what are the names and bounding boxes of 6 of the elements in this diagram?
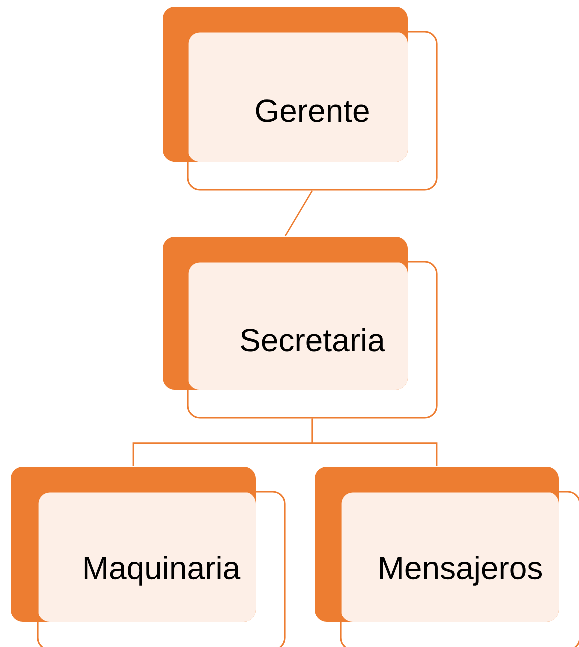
org-box: Secretaria xyxy=(163,237,438,419)
org-box: Mensajeros xyxy=(315,467,579,647)
org-box: Maquinaria xyxy=(11,467,286,647)
connector-line xyxy=(284,190,314,237)
org-box: Gerente xyxy=(163,7,438,191)
connector-line xyxy=(312,418,438,466)
